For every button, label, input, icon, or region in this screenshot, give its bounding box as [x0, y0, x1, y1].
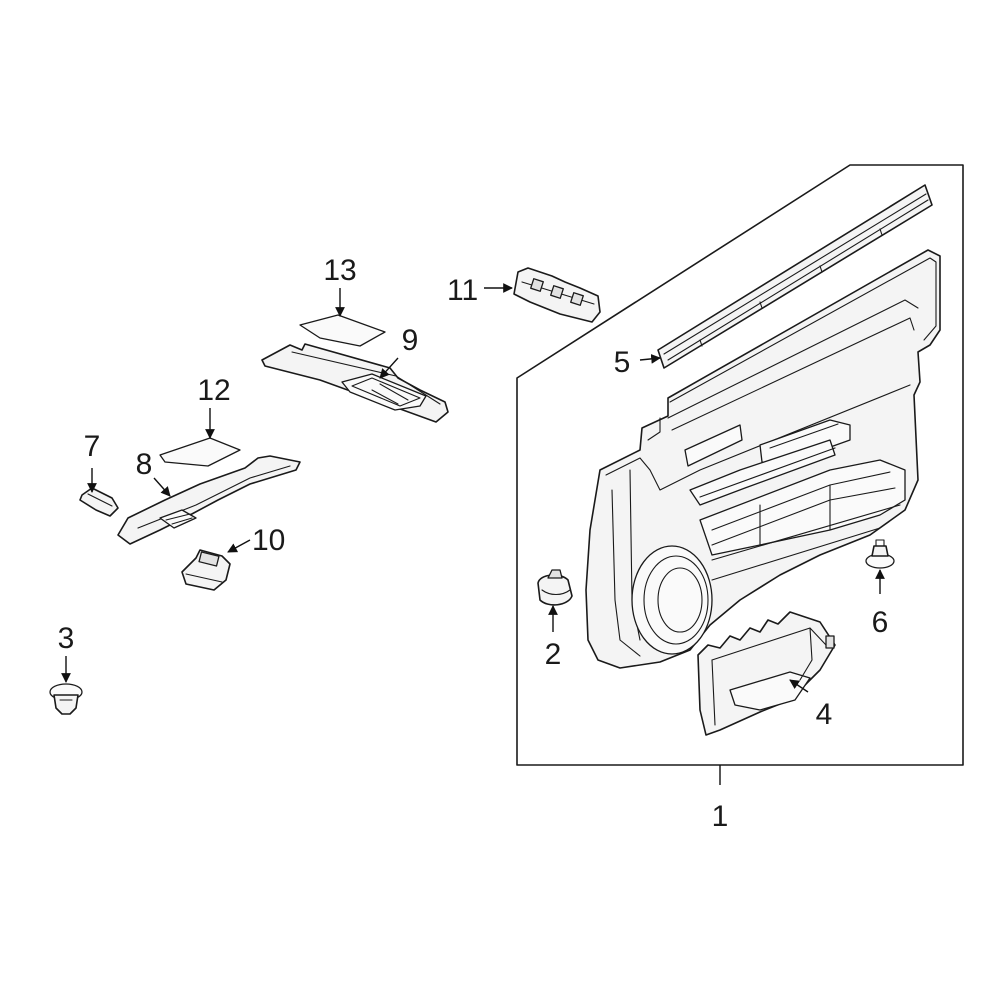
callout-labels: 13 9 12 7 8 10 11 5 2 6 4 3 1 — [58, 254, 889, 833]
callout-13: 13 — [323, 254, 356, 287]
clip-3-part — [49, 683, 83, 715]
switch-10-part — [181, 549, 231, 591]
callout-1: 1 — [712, 800, 729, 833]
leader-8 — [153, 477, 171, 497]
leader-9 — [379, 357, 399, 379]
bezel-9-part — [261, 343, 449, 423]
callout-4: 4 — [816, 698, 833, 731]
door-pocket-part — [697, 611, 836, 736]
callout-6: 6 — [872, 606, 889, 639]
callout-10: 10 — [252, 524, 285, 557]
leader-5 — [639, 354, 661, 364]
clip-2-part — [537, 569, 573, 606]
switch-11-part — [513, 267, 601, 323]
door-trim-panel-part — [585, 249, 941, 669]
callout-7: 7 — [84, 430, 101, 463]
clip-7-part — [79, 487, 119, 517]
callout-11: 11 — [447, 274, 478, 307]
callout-12: 12 — [197, 374, 230, 407]
clip-6-part — [865, 539, 895, 569]
callout-9: 9 — [402, 324, 419, 357]
film-13-part — [299, 314, 386, 347]
callout-3: 3 — [58, 622, 75, 655]
callout-5: 5 — [614, 346, 631, 379]
callout-2: 2 — [545, 638, 562, 671]
leader-4 — [789, 679, 809, 693]
assembly-box — [516, 164, 964, 766]
leader-10 — [227, 539, 251, 553]
callout-8: 8 — [136, 448, 153, 481]
leader-lines — [61, 283, 885, 785]
belt-weatherstrip-part — [657, 184, 933, 369]
bezel-8-part — [117, 455, 301, 545]
film-12-part — [159, 437, 241, 467]
